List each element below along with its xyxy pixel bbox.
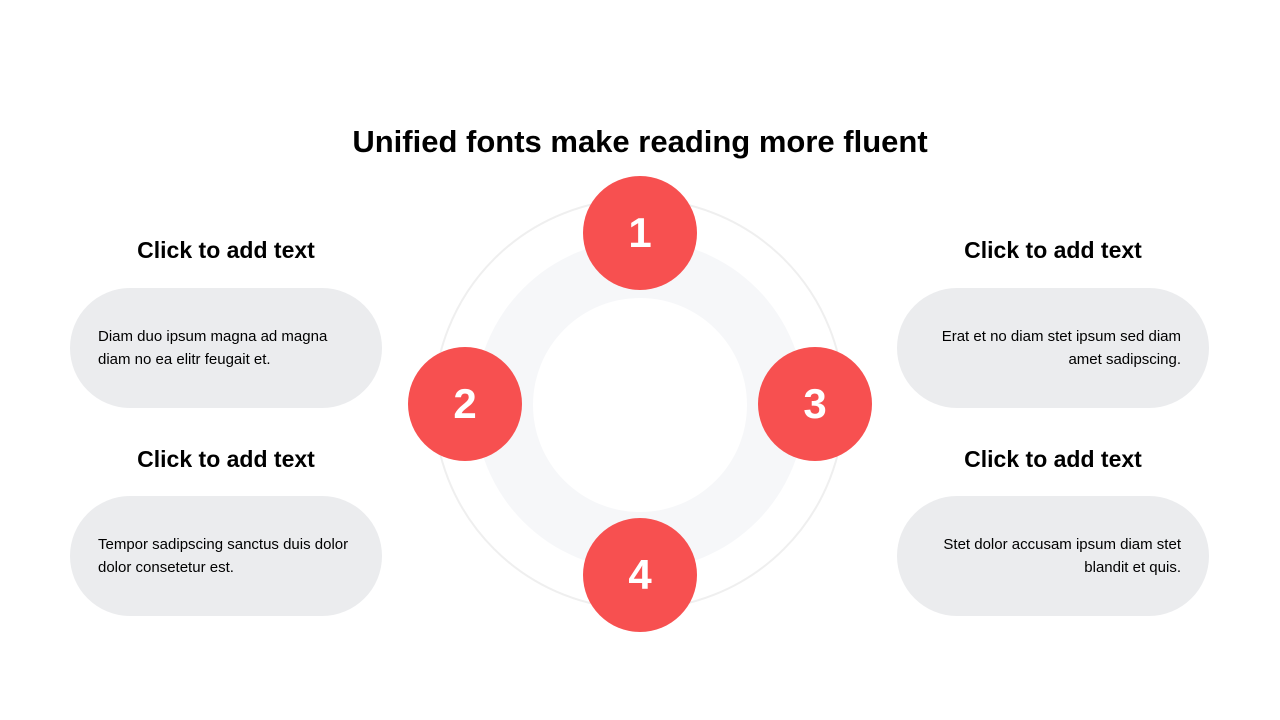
item-4-body: Stet dolor accusam ipsum diam stet bland… xyxy=(943,536,1181,576)
item-4-box[interactable]: Stet dolor accusam ipsum diam stet bland… xyxy=(897,496,1209,616)
slide-title: Unified fonts make reading more fluent xyxy=(352,124,928,159)
step-2-circle: 2 xyxy=(408,347,522,461)
step-3-circle: 3 xyxy=(758,347,872,461)
step-4-circle: 4 xyxy=(583,518,697,632)
inner-circle xyxy=(533,298,747,512)
item-2-box[interactable]: Tempor sadipscing sanctus duis dolor dol… xyxy=(70,496,382,616)
item-1-heading[interactable]: Click to add text xyxy=(137,237,315,263)
item-3-body: Erat et no diam stet ipsum sed diam amet… xyxy=(941,328,1181,368)
item-4-heading[interactable]: Click to add text xyxy=(964,446,1142,472)
item-3-heading[interactable]: Click to add text xyxy=(964,237,1142,263)
item-3-box[interactable]: Erat et no diam stet ipsum sed diam amet… xyxy=(897,288,1209,408)
item-1-box[interactable]: Diam duo ipsum magna ad magna diam no ea… xyxy=(70,288,382,408)
item-1-body: Diam duo ipsum magna ad magna diam no ea… xyxy=(98,328,328,368)
item-2-body: Tempor sadipscing sanctus duis dolor dol… xyxy=(98,536,349,576)
item-2-heading[interactable]: Click to add text xyxy=(137,446,315,472)
step-1-circle: 1 xyxy=(583,176,697,290)
